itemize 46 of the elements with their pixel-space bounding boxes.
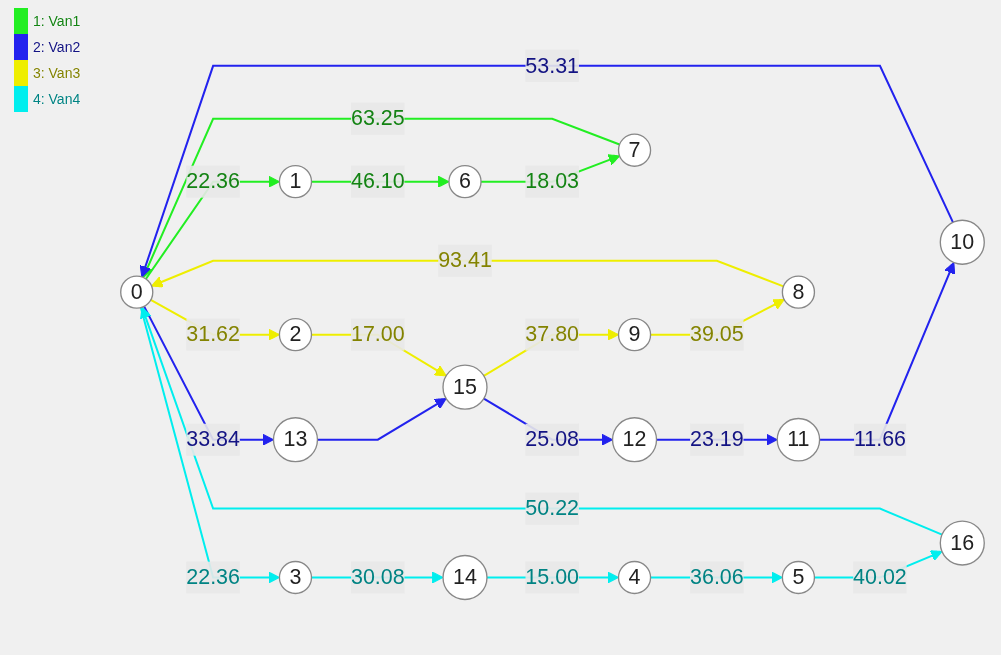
edge-label: 93.41 [438,249,492,272]
edge-label: 25.08 [525,428,580,451]
edge-label: 23.19 [690,428,744,451]
edge-label: 53.31 [525,54,580,77]
edge-label: 31.62 [186,322,240,346]
edge-label: 17.00 [350,322,405,346]
arrow [140,307,943,536]
node-circle: 3 [278,561,313,595]
node-circle: 14 [442,555,488,601]
legend-entry: 3: Van3 [14,60,81,86]
node-circle: 4 [617,561,652,595]
arrow [151,260,784,288]
node-circle: 7 [617,133,652,168]
edge-label: 36.06 [690,565,744,589]
edge-label: 18.03 [525,170,580,193]
node-circle: 0 [120,275,154,310]
edge-label: 63.25 [350,107,405,130]
node-circle: 16 [939,520,985,567]
edge-label: 40.02 [853,565,907,589]
legend-entry: 1: Van1 [14,8,81,34]
node-circle: 9 [617,318,652,352]
node-circle: 13 [272,417,319,463]
edge-label: 22.36 [186,565,240,589]
node-circle: 2 [278,318,313,352]
arrow [317,398,447,442]
node-circle: 6 [448,165,482,199]
edge-label: 46.10 [350,170,405,193]
node-circle: 12 [611,417,658,463]
edge-label: 50.22 [525,496,580,520]
node-circle: 15 [442,364,488,411]
arrow [143,306,274,446]
edge-label: 30.08 [350,565,405,589]
node-circle: 8 [781,275,816,310]
edge-label: 39.05 [690,322,744,346]
edge-label: 33.84 [186,428,240,451]
legend-entry: 4: Van4 [14,86,81,112]
arrow [139,307,280,584]
node-circle: 1 [278,165,313,199]
legend-entry: 2: Van2 [14,34,81,60]
node-circle: 10 [939,219,985,266]
edge-label: 37.80 [525,322,580,346]
edge-label: 11.66 [853,428,906,451]
edge-label: 15.00 [525,565,580,589]
node-circle: 11 [776,418,821,462]
node-circle: 5 [781,561,816,595]
edge-label: 22.36 [186,170,240,193]
